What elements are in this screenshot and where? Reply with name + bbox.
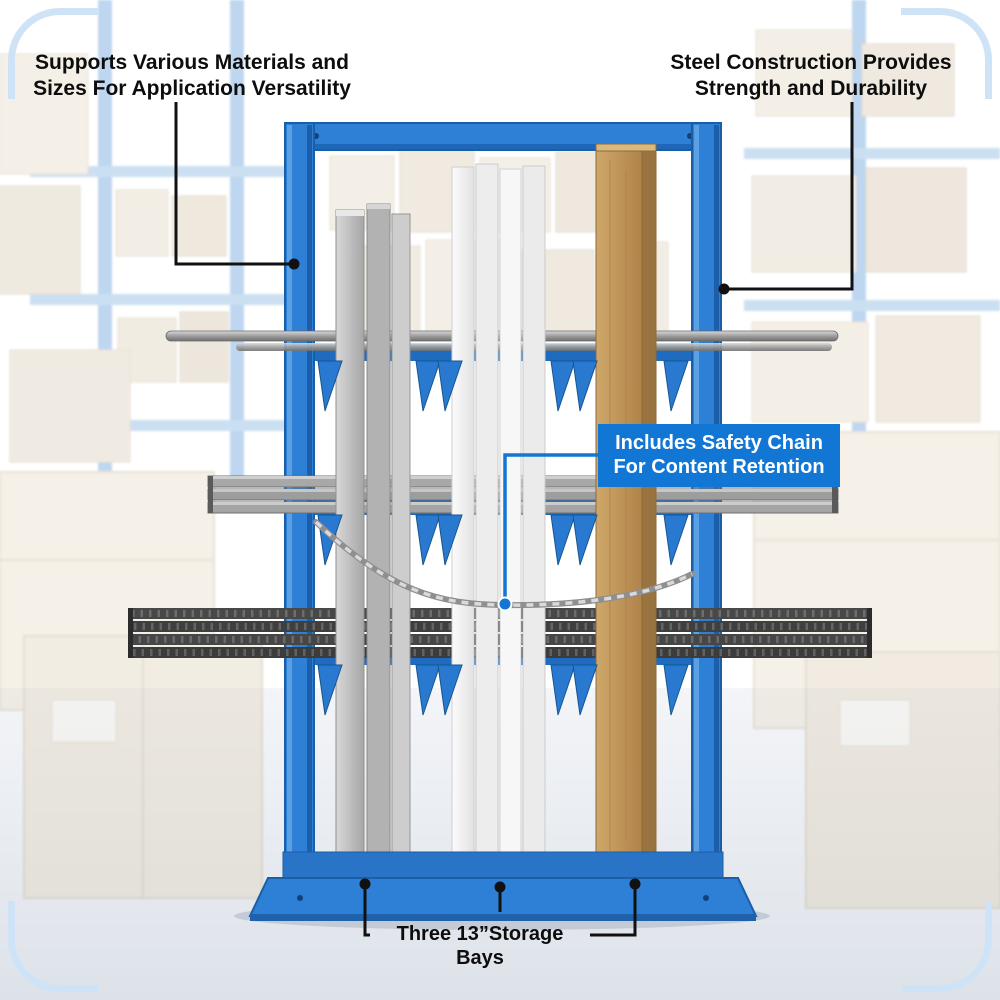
pvc-pipes bbox=[451, 163, 546, 863]
callout-supports-materials: Supports Various Materials and Sizes For… bbox=[22, 50, 362, 101]
callout-text-line: For Content Retention bbox=[613, 456, 825, 479]
callout-steel-construction: Steel Construction Provides Strength and… bbox=[648, 50, 974, 101]
callout-anchor-dot bbox=[718, 283, 730, 295]
callout-line-bottom bbox=[359, 878, 641, 937]
callout-text-line: Steel Construction Provides bbox=[670, 51, 952, 74]
callout-anchor-dot bbox=[497, 596, 513, 612]
callout-text-line: Includes Safety Chain bbox=[615, 432, 823, 454]
callout-line-safety-chain bbox=[497, 453, 598, 612]
callout-text-line: Supports Various Materials and bbox=[35, 51, 349, 74]
callout-text-line: Sizes For Application Versatility bbox=[33, 76, 351, 100]
corner-frame-bottom-right bbox=[901, 901, 992, 992]
rack-base bbox=[248, 851, 758, 921]
callout-line-top-left bbox=[174, 102, 300, 270]
divider-brackets bbox=[317, 360, 689, 716]
wood-beam bbox=[595, 143, 657, 863]
callout-text-line: Strength and Durability bbox=[694, 76, 928, 100]
corner-frame-top-left bbox=[8, 8, 99, 99]
callout-storage-bays: Three 13”Storage Bays bbox=[372, 922, 588, 971]
callout-anchor-dot bbox=[288, 258, 300, 270]
corner-frame-bottom-left bbox=[8, 901, 99, 992]
corner-frame-top-right bbox=[901, 8, 992, 99]
callout-line-top-right bbox=[718, 102, 854, 295]
callout-text-line: Three 13”Storage Bays bbox=[396, 923, 564, 970]
metal-sheets bbox=[335, 203, 411, 863]
callout-safety-chain-box: Includes Safety Chain For Content Retent… bbox=[598, 424, 840, 487]
